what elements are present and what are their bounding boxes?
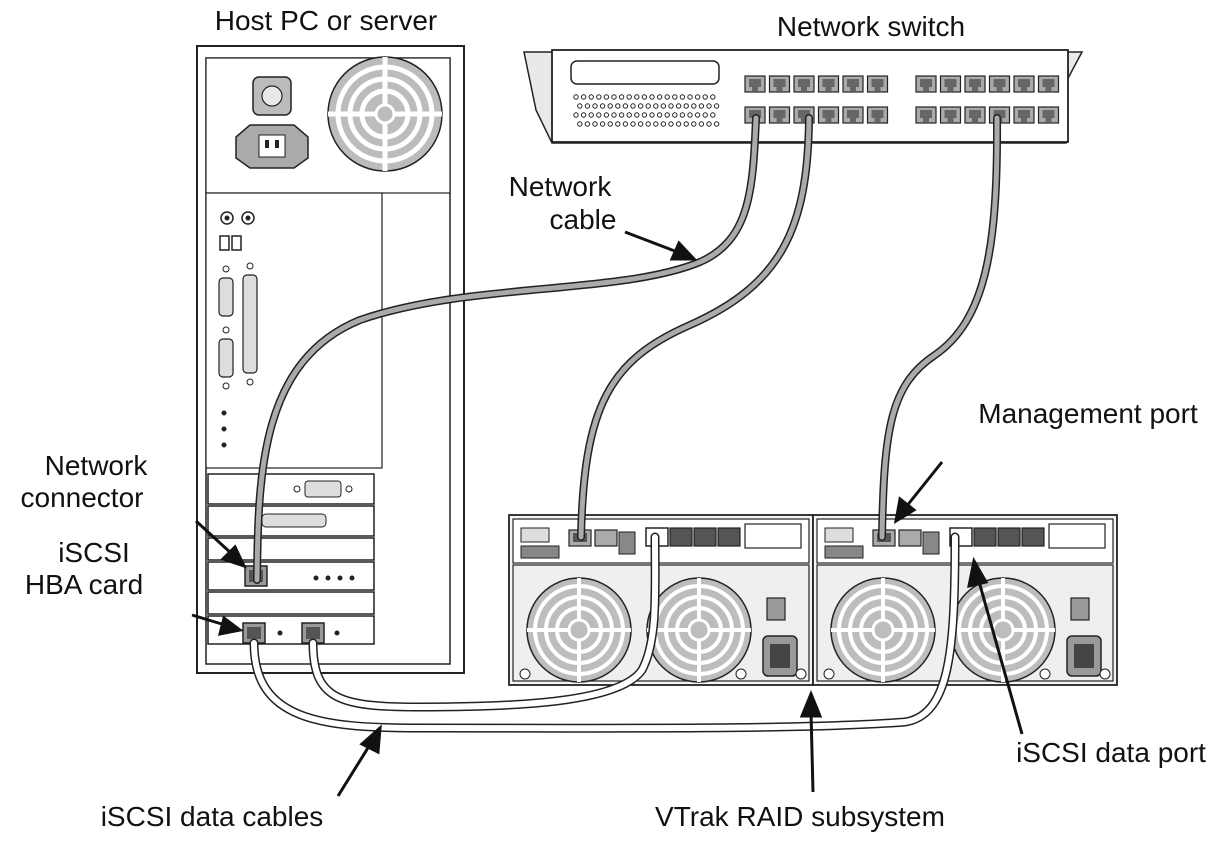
hba-label-line2: HBA card bbox=[25, 569, 143, 600]
rj45-port-icon bbox=[1037, 106, 1060, 124]
arrow-icon bbox=[799, 690, 823, 793]
hba-port-1 bbox=[242, 622, 266, 644]
rj45-port-icon bbox=[744, 75, 766, 93]
network-cable-label-line1: Network bbox=[509, 171, 613, 202]
arrows bbox=[191, 230, 1024, 797]
hba-port-2 bbox=[301, 622, 325, 644]
network-connector-label-line2: connector bbox=[21, 482, 144, 513]
rj45-port-icon bbox=[988, 75, 1011, 93]
rj45-port-icon bbox=[793, 75, 815, 93]
arrow-icon bbox=[191, 613, 244, 636]
iscsi-data-port-label: iSCSI data port bbox=[1016, 737, 1206, 768]
rj45-port-icon bbox=[939, 106, 962, 124]
rj45-port-icon bbox=[768, 75, 791, 93]
fan-icon bbox=[526, 577, 632, 683]
rj45-port-icon bbox=[842, 106, 864, 124]
rj45-port-icon bbox=[817, 75, 840, 93]
management-port-label: Management port bbox=[978, 398, 1198, 429]
host-pc-tower bbox=[196, 45, 465, 674]
network-connector-label-line1: Network bbox=[45, 450, 149, 481]
arrow-icon bbox=[967, 556, 1024, 735]
rj45-port-icon bbox=[964, 106, 986, 124]
switch-port-bank bbox=[744, 75, 1060, 124]
arrow-icon bbox=[194, 519, 247, 569]
rj45-port-icon bbox=[915, 106, 937, 124]
power-inlet-icon bbox=[762, 635, 798, 677]
rj45-port-icon bbox=[939, 75, 962, 93]
rj45-port-icon bbox=[1013, 75, 1035, 93]
vent-grid bbox=[573, 94, 720, 127]
arrow-icon bbox=[624, 230, 698, 261]
fan-icon bbox=[950, 577, 1056, 683]
power-inlet-icon bbox=[235, 124, 309, 169]
rj45-port-icon bbox=[842, 75, 864, 93]
switch-label: Network switch bbox=[777, 11, 965, 42]
labels: Host PC or server Network switch Network… bbox=[21, 5, 1207, 832]
rj45-port-icon bbox=[1037, 75, 1060, 93]
rj45-port-icon bbox=[1013, 106, 1035, 124]
host-label: Host PC or server bbox=[215, 5, 438, 36]
fan-icon bbox=[327, 56, 443, 172]
power-inlet-icon bbox=[1066, 635, 1102, 677]
iscsi-data-cables-label: iSCSI data cables bbox=[101, 801, 324, 832]
rj45-port-icon bbox=[866, 75, 889, 93]
rj45-port-icon bbox=[768, 106, 791, 124]
arrow-icon bbox=[893, 461, 944, 525]
hba-label-line1: iSCSI bbox=[58, 537, 130, 568]
cables bbox=[249, 114, 1002, 733]
vtrak-raid-subsystem bbox=[508, 514, 1118, 686]
vtrak-label: VTrak RAID subsystem bbox=[655, 801, 945, 832]
rj45-port-icon bbox=[866, 106, 889, 124]
rj45-port-icon bbox=[817, 106, 840, 124]
arrow-icon bbox=[336, 724, 382, 797]
fan-icon bbox=[830, 577, 936, 683]
network-cable-label-line2: cable bbox=[550, 204, 617, 235]
vtrak-unit bbox=[812, 514, 1118, 686]
rj45-port-icon bbox=[915, 75, 937, 93]
vtrak-unit bbox=[508, 514, 814, 686]
rj45-port-icon bbox=[964, 75, 986, 93]
power-switch-icon bbox=[252, 76, 292, 116]
fan-icon bbox=[646, 577, 752, 683]
